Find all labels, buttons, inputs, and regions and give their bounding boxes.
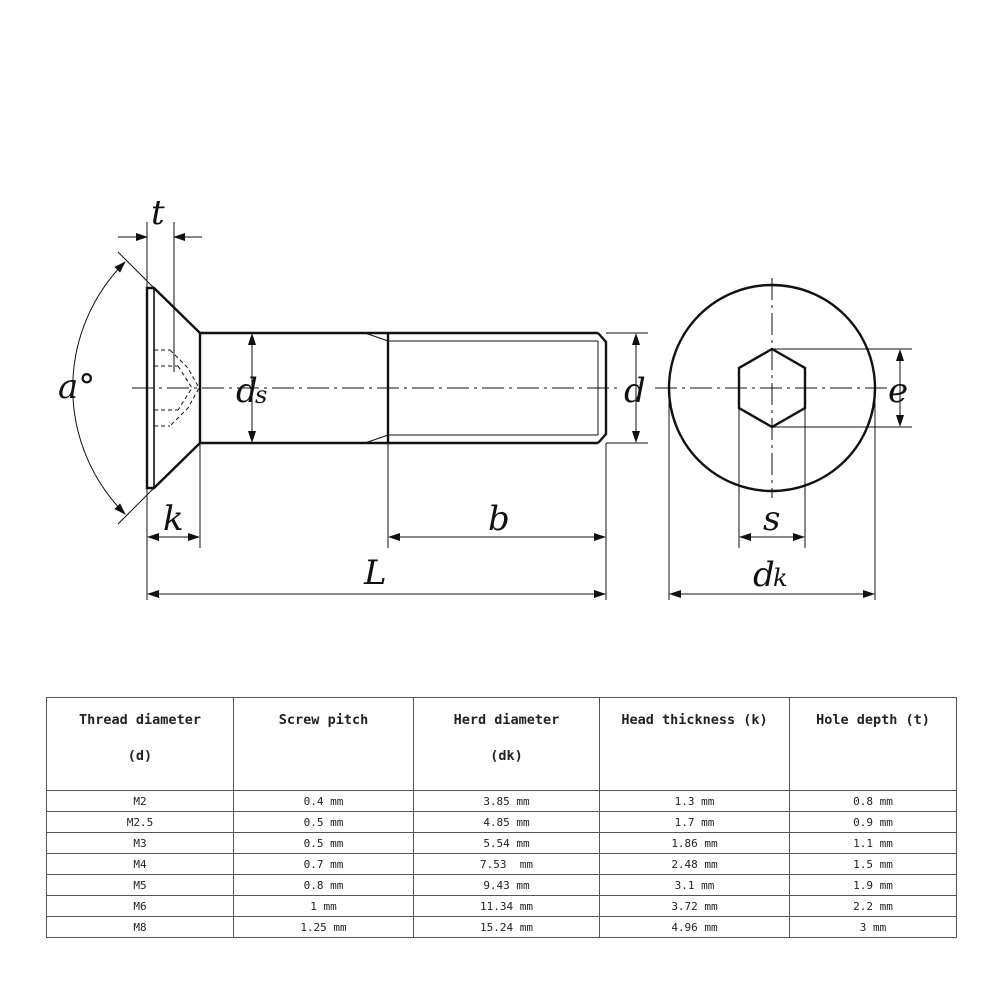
label-k: k	[163, 499, 184, 539]
label-L: L	[363, 553, 387, 593]
cell-pitch: 0.7 mm	[233, 853, 414, 875]
label-angle: a°	[58, 367, 95, 407]
cell-hole-depth: 1.5 mm	[789, 853, 957, 875]
dim-e	[772, 348, 912, 428]
label-b: b	[488, 499, 510, 539]
label-dk: d	[753, 555, 775, 595]
cell-hole-depth: 0.8 mm	[789, 790, 957, 812]
table-row: M8 1.25 mm 15.24 mm 4.96 mm 3 mm	[46, 916, 957, 938]
socket-hidden-lines	[154, 349, 200, 427]
label-e: e	[888, 371, 908, 411]
dim-b	[387, 443, 607, 600]
spec-table: Thread diameter(d) Screw pitch Herd diam…	[46, 697, 957, 938]
table-row: M3 0.5 mm 5.54 mm 1.86 mm 1.1 mm	[46, 832, 957, 854]
cell-pitch: 0.4 mm	[233, 790, 414, 812]
cell-pitch: 0.5 mm	[233, 832, 414, 854]
cell-thread: M3	[46, 832, 234, 854]
dim-s	[738, 408, 806, 548]
header-head-diameter: Herd diameter(dk)	[413, 697, 600, 791]
cell-head-thickness: 1.7 mm	[599, 811, 790, 833]
label-ds-sub: s	[255, 381, 267, 409]
screw-technical-drawing: t a° d s d e k b L s d k	[58, 193, 912, 600]
dim-k	[146, 443, 201, 600]
cell-head-diameter: 4.85 mm	[413, 811, 600, 833]
label-s: s	[763, 499, 780, 539]
cell-thread: M6	[46, 895, 234, 917]
cell-head-diameter: 7.53 mm	[413, 853, 600, 875]
dim-t	[118, 222, 202, 372]
cell-head-diameter: 3.85 mm	[413, 790, 600, 812]
label-dk-sub: k	[773, 564, 788, 592]
cell-pitch: 1 mm	[233, 895, 414, 917]
header-head-thickness: Head thickness (k)	[599, 697, 790, 791]
cell-head-thickness: 3.1 mm	[599, 874, 790, 896]
cell-hole-depth: 1.9 mm	[789, 874, 957, 896]
table-row: M4 0.7 mm 7.53 mm 2.48 mm 1.5 mm	[46, 853, 957, 875]
dim-angle	[72, 251, 155, 525]
table-header-row: Thread diameter(d) Screw pitch Herd diam…	[46, 697, 957, 791]
dim-dk	[668, 388, 876, 600]
cell-hole-depth: 2.2 mm	[789, 895, 957, 917]
cell-thread: M2.5	[46, 811, 234, 833]
side-view	[72, 222, 648, 600]
cell-head-diameter: 11.34 mm	[413, 895, 600, 917]
header-hole-depth: Hole depth (t)	[789, 697, 957, 791]
table-row: M5 0.8 mm 9.43 mm 3.1 mm 1.9 mm	[46, 874, 957, 896]
cell-thread: M2	[46, 790, 234, 812]
header-screw-pitch: Screw pitch	[233, 697, 414, 791]
cell-thread: M8	[46, 916, 234, 938]
screw-shank	[200, 331, 390, 445]
cell-pitch: 1.25 mm	[233, 916, 414, 938]
table-row: M2.5 0.5 mm 4.85 mm 1.7 mm 0.9 mm	[46, 811, 957, 833]
cell-head-diameter: 9.43 mm	[413, 874, 600, 896]
table-row: M2 0.4 mm 3.85 mm 1.3 mm 0.8 mm	[46, 790, 957, 812]
cell-thread: M4	[46, 853, 234, 875]
header-thread-diameter: Thread diameter(d)	[46, 697, 234, 791]
label-t: t	[151, 193, 165, 233]
cell-head-diameter: 5.54 mm	[413, 832, 600, 854]
table-row: M6 1 mm 11.34 mm 3.72 mm 2.2 mm	[46, 895, 957, 917]
label-d: d	[624, 371, 646, 411]
cell-head-thickness: 1.86 mm	[599, 832, 790, 854]
end-view	[655, 278, 912, 600]
cell-thread: M5	[46, 874, 234, 896]
cell-head-thickness: 1.3 mm	[599, 790, 790, 812]
cell-head-thickness: 4.96 mm	[599, 916, 790, 938]
cell-pitch: 0.5 mm	[233, 811, 414, 833]
cell-head-diameter: 15.24 mm	[413, 916, 600, 938]
label-ds: d	[236, 371, 258, 411]
cell-hole-depth: 1.1 mm	[789, 832, 957, 854]
cell-hole-depth: 3 mm	[789, 916, 957, 938]
cell-hole-depth: 0.9 mm	[789, 811, 957, 833]
cell-head-thickness: 2.48 mm	[599, 853, 790, 875]
cell-head-thickness: 3.72 mm	[599, 895, 790, 917]
cell-pitch: 0.8 mm	[233, 874, 414, 896]
screw-thread	[388, 331, 608, 445]
dim-d	[606, 332, 648, 444]
